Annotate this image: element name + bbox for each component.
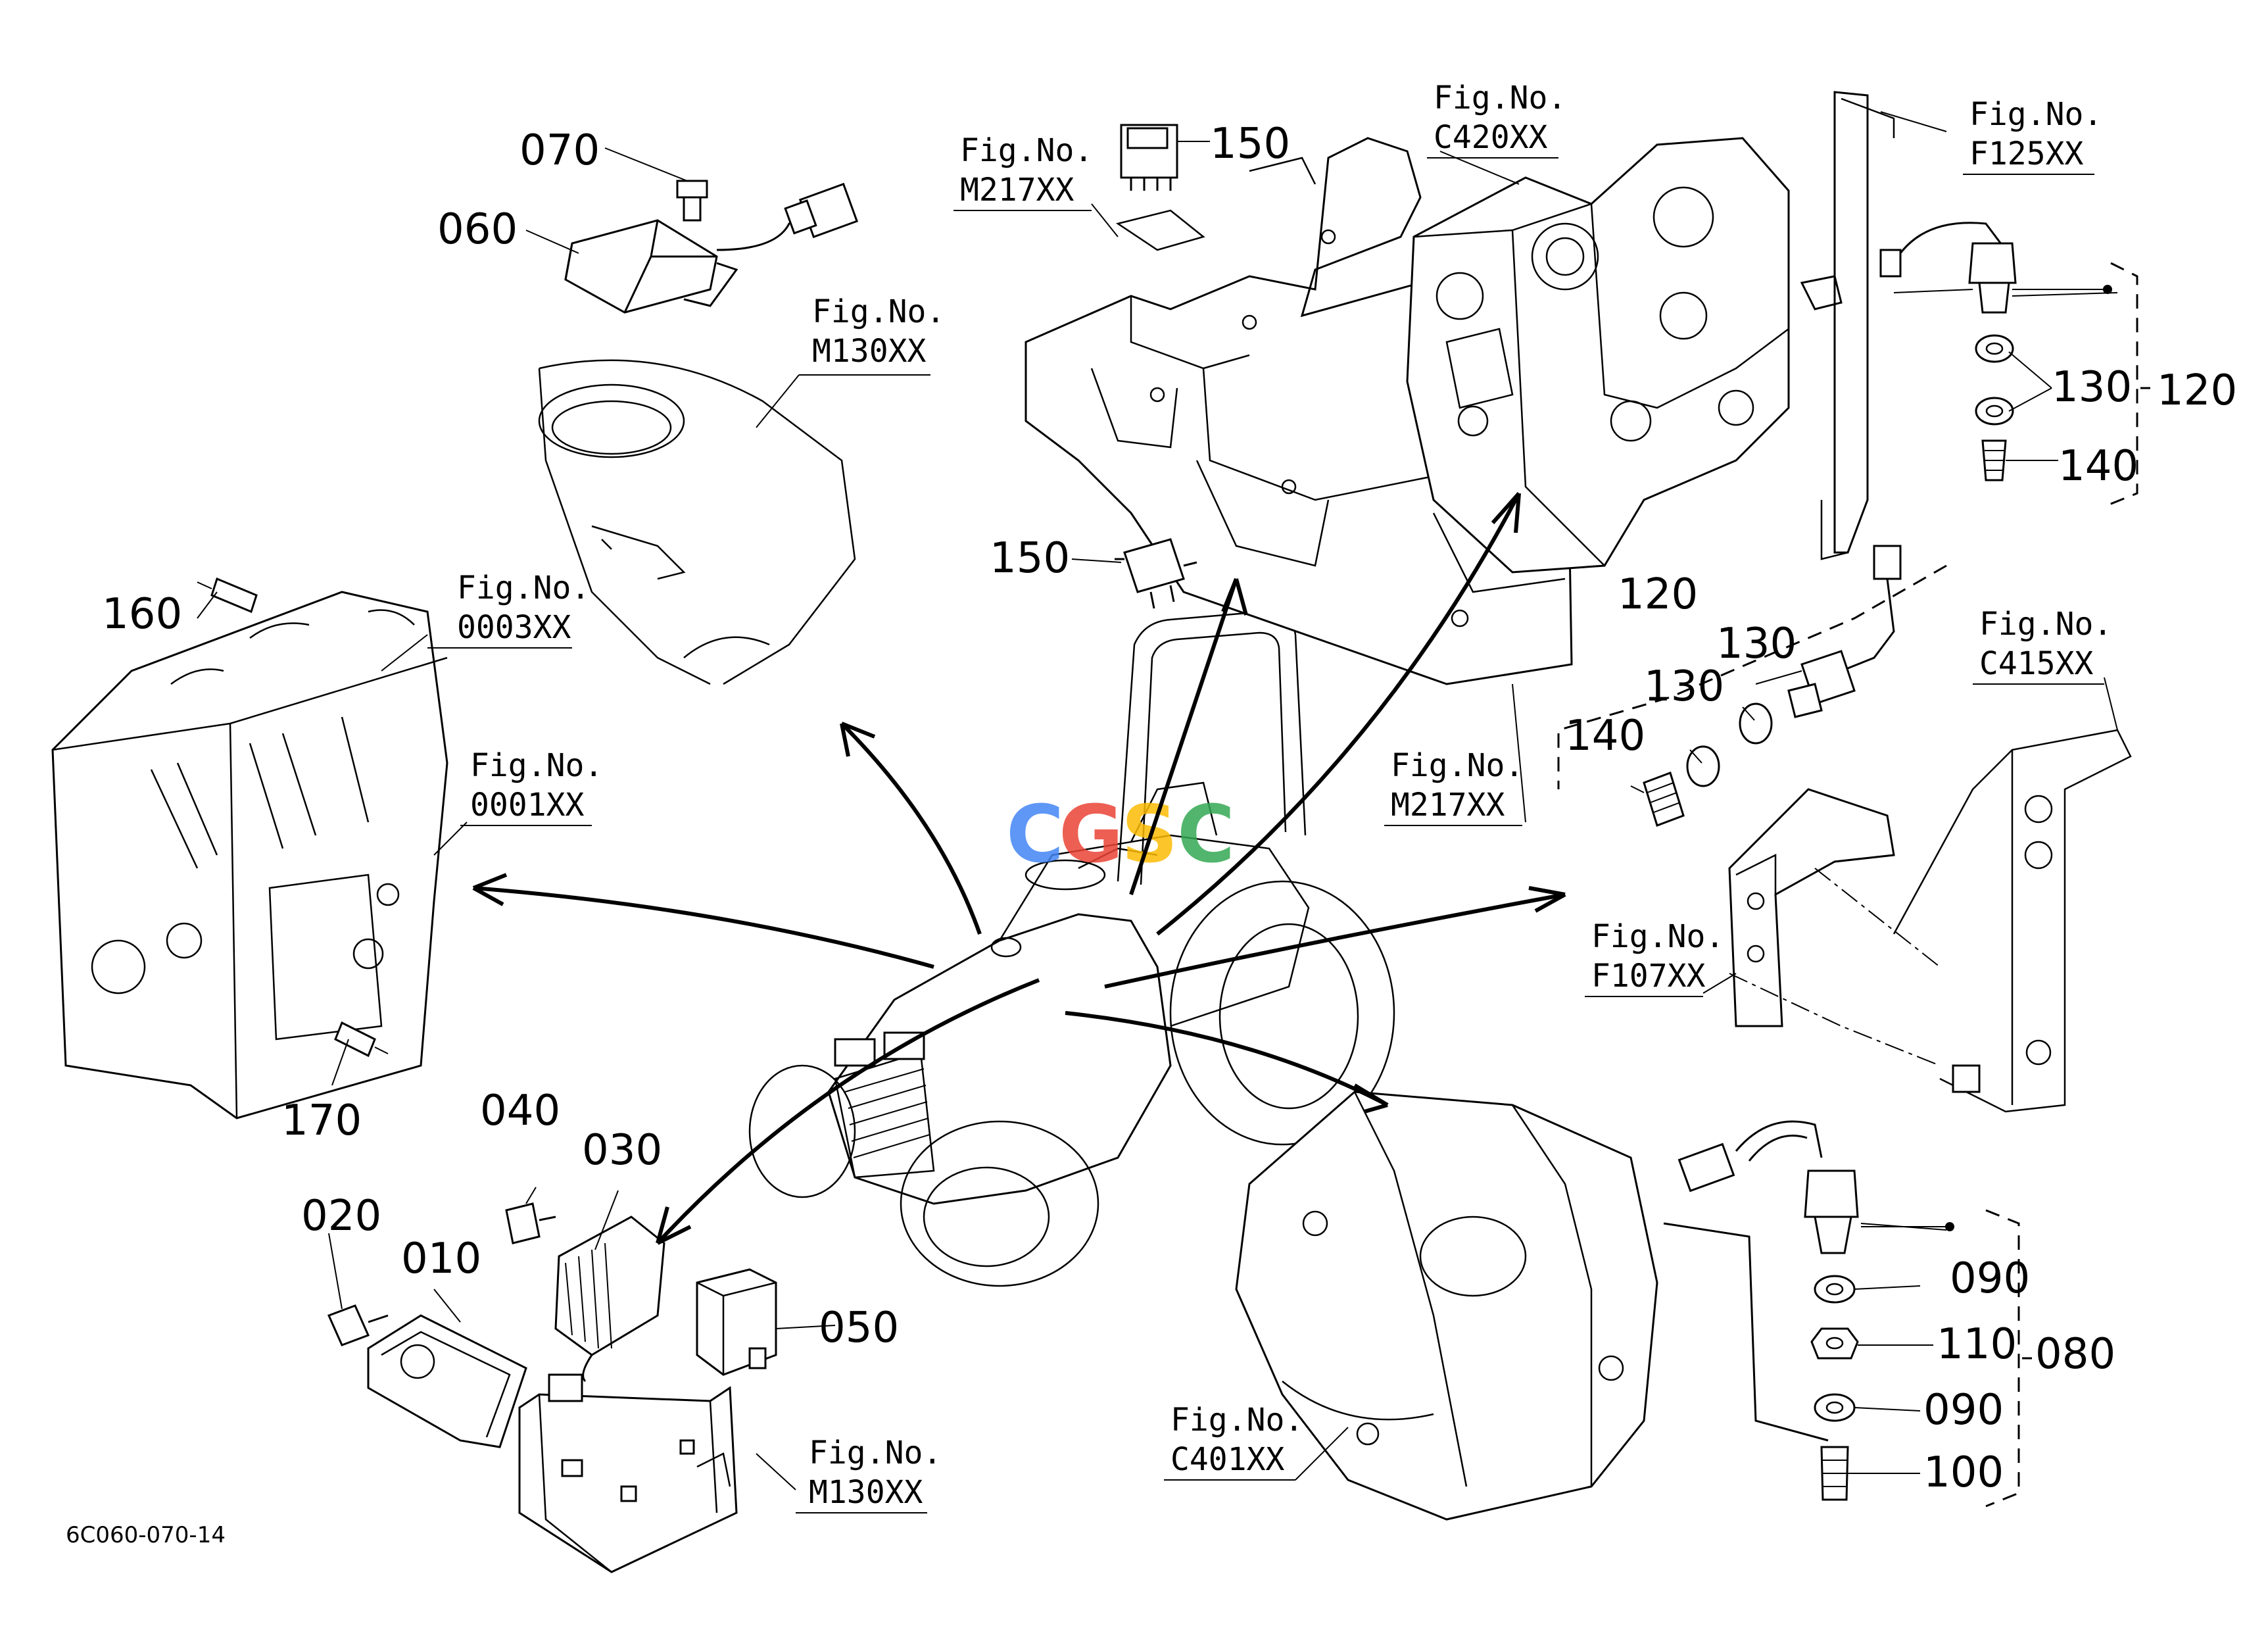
fig-ref-f125-label: Fig.No. (1969, 96, 2102, 133)
figure-references: Fig.No. M217XX Fig.No. C420XX Fig.No. F1… (427, 80, 2112, 1513)
fig-ref-m217-top-label: Fig.No. (960, 132, 1093, 169)
fig-ref-c420: Fig.No. C420XX (1427, 80, 1566, 159)
tractor-illustration (748, 610, 1395, 1287)
clutch-housing-c401 (1235, 1091, 1658, 1521)
bracket-f107 (1728, 788, 1941, 1066)
part-label-110: 110 (1937, 1320, 2017, 1369)
fig-ref-0001-number: 0001XX (470, 787, 584, 823)
part-label-170: 170 (281, 1096, 362, 1145)
watermark-letter-c1: C (1006, 789, 1064, 881)
fig-ref-m130-bottom: Fig.No. M130XX (796, 1435, 942, 1513)
fig-ref-c415-label: Fig.No. (1979, 606, 2112, 643)
controller-060 (564, 182, 859, 314)
fig-ref-m130-bottom-number: M130XX (809, 1474, 923, 1511)
engine-block (51, 591, 448, 1119)
arrow-to-engine (473, 886, 934, 969)
bonnet-panel (538, 359, 856, 685)
part-label-050: 050 (819, 1304, 899, 1352)
fig-ref-0003: Fig.No. 0003XX (427, 570, 590, 649)
part-label-010: 010 (401, 1235, 481, 1283)
fig-ref-f125-number: F125XX (1969, 135, 2083, 172)
arrow-to-bonnet (840, 722, 982, 935)
fuse-020 (327, 1304, 389, 1346)
relay-010 (367, 1314, 527, 1448)
part-label-130-lower-b: 130 (1644, 662, 1724, 711)
watermark-letter-g: G (1059, 789, 1124, 881)
fig-ref-0003-number: 0003XX (457, 609, 571, 646)
oil-sensor-170 (334, 1021, 389, 1058)
fig-ref-0001-label: Fig.No. (470, 747, 603, 784)
fig-ref-m217-top: Fig.No. M217XX (953, 132, 1093, 211)
fig-ref-c415-number: C415XX (1979, 645, 2093, 682)
part-label-140-lower: 140 (1565, 712, 1645, 760)
watermark: C G S C (1006, 789, 1235, 881)
arrow-to-transmission (1156, 492, 1521, 936)
fig-ref-c420-number: C420XX (1434, 119, 1547, 156)
watermark-letter-c2: C (1177, 789, 1235, 881)
part-label-120-lower: 120 (1618, 570, 1698, 619)
fig-ref-m217-mid-number: M217XX (1391, 787, 1505, 823)
part-label-120-top: 120 (2157, 366, 2237, 415)
switch-assembly-120 (1800, 91, 2017, 560)
fig-ref-c415: Fig.No. C415XX (1973, 606, 2112, 685)
fig-ref-f107-number: F107XX (1591, 958, 1705, 995)
fig-ref-m217-mid-label: Fig.No. (1391, 747, 1524, 784)
fig-ref-m130-top-number: M130XX (812, 333, 926, 370)
fig-ref-c401: Fig.No. C401XX (1164, 1402, 1303, 1481)
part-label-100: 100 (1923, 1448, 2004, 1497)
relay-050 (696, 1268, 777, 1376)
bolt-070 (676, 180, 708, 222)
part-label-130-lower-a: 130 (1716, 620, 1797, 668)
fig-ref-m217-mid: Fig.No. M217XX (1384, 747, 1524, 826)
fig-ref-c401-number: C401XX (1170, 1441, 1284, 1478)
fig-ref-f107-label: Fig.No. (1591, 918, 1724, 955)
fig-ref-c401-label: Fig.No. (1170, 1402, 1303, 1438)
transmission-case-c420 (1406, 137, 1790, 574)
part-label-160: 160 (102, 590, 182, 639)
part-label-090-bottom: 090 (1923, 1386, 2004, 1435)
temp-sensor-160 (197, 577, 258, 614)
arrows (472, 492, 1566, 1245)
fig-ref-m130-bottom-label: Fig.No. (809, 1435, 942, 1471)
fig-ref-m130-top-label: Fig.No. (812, 293, 945, 330)
arrow-to-c401 (1065, 1011, 1389, 1107)
fig-ref-m130-top: Fig.No. M130XX (799, 293, 945, 376)
fig-ref-f107: Fig.No. F107XX (1585, 918, 1724, 997)
part-labels: 070 060 150 150 160 170 130 120 140 120 … (102, 120, 2237, 1497)
fig-ref-0003-label: Fig.No. (457, 570, 590, 606)
part-label-140-top: 140 (2058, 442, 2138, 491)
arrow-to-bracket (1129, 578, 1238, 895)
part-label-040: 040 (480, 1087, 560, 1135)
part-label-030: 030 (582, 1126, 662, 1175)
diagram-code: 6C060-070-14 (66, 1522, 226, 1548)
arrow-to-f107 (1104, 893, 1566, 989)
frame-c415 (1893, 729, 2132, 1113)
part-label-060: 060 (437, 205, 518, 254)
part-label-150-top: 150 (1210, 120, 1290, 168)
part-label-150-bottom: 150 (990, 534, 1070, 583)
fig-ref-c420-label: Fig.No. (1434, 80, 1566, 116)
fig-ref-0001: Fig.No. 0001XX (460, 747, 603, 826)
arrow-to-battery (656, 978, 1040, 1245)
part-label-080: 080 (2035, 1330, 2115, 1379)
part-label-020: 020 (301, 1192, 381, 1241)
switch-150-top (1120, 124, 1178, 191)
switch-150-bottom (1115, 538, 1197, 609)
switch-assembly-080 (1663, 1120, 1859, 1501)
assembly-brackets (1557, 262, 2150, 1508)
fig-ref-f125: Fig.No. F125XX (1963, 96, 2102, 175)
timer-unit-030 (548, 1216, 665, 1402)
plug-040 (505, 1202, 556, 1244)
leader-lines (197, 111, 2118, 1490)
part-label-090-top: 090 (1950, 1254, 2030, 1303)
part-label-070: 070 (519, 126, 600, 175)
battery-bracket-m130 (518, 1386, 738, 1573)
fig-ref-m217-top-number: M217XX (960, 172, 1074, 209)
part-label-130-top: 130 (2052, 363, 2132, 412)
